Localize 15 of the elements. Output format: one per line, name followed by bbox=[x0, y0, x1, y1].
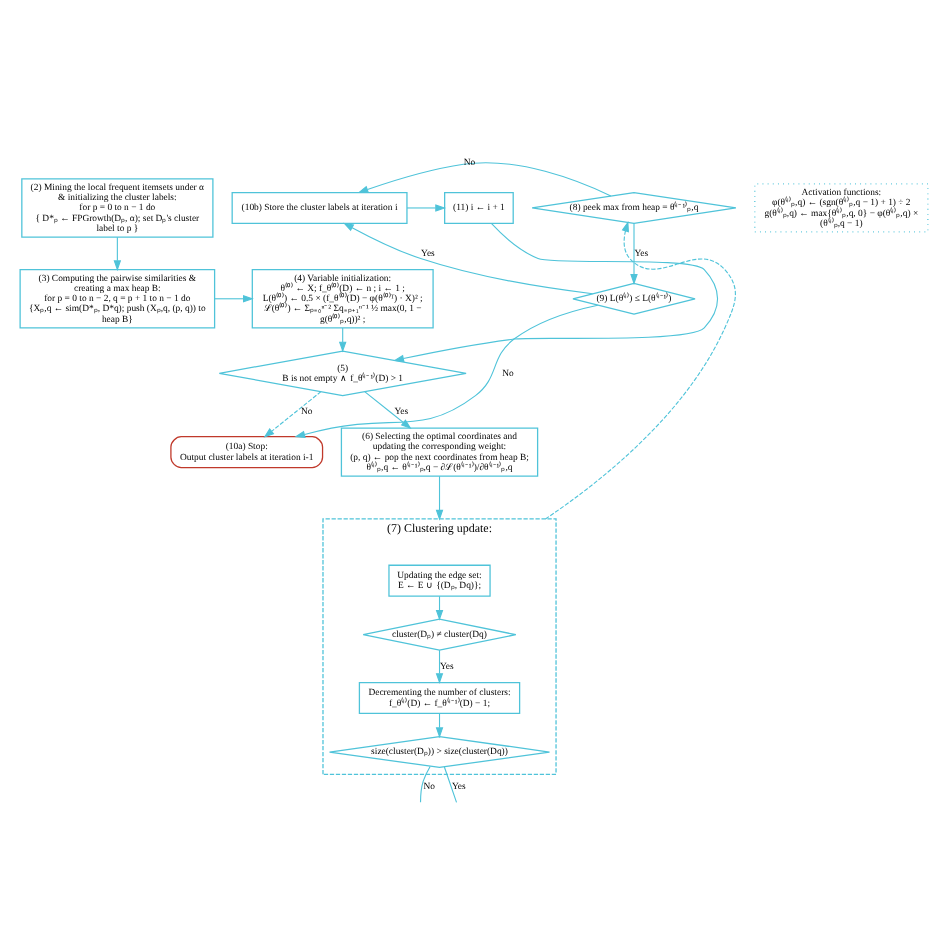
arrow bbox=[263, 391, 322, 438]
arrow bbox=[364, 391, 412, 430]
arrow bbox=[406, 204, 447, 212]
connector bbox=[419, 765, 431, 803]
arrow bbox=[435, 649, 444, 684]
arrow bbox=[113, 236, 122, 272]
arrow bbox=[630, 223, 638, 285]
arrow bbox=[357, 162, 612, 197]
arrow bbox=[544, 220, 736, 520]
arrow bbox=[294, 304, 599, 439]
arrow bbox=[435, 475, 444, 521]
arrow bbox=[393, 222, 719, 363]
arrow bbox=[343, 222, 594, 295]
arrow bbox=[214, 295, 254, 303]
connector bbox=[443, 766, 458, 803]
